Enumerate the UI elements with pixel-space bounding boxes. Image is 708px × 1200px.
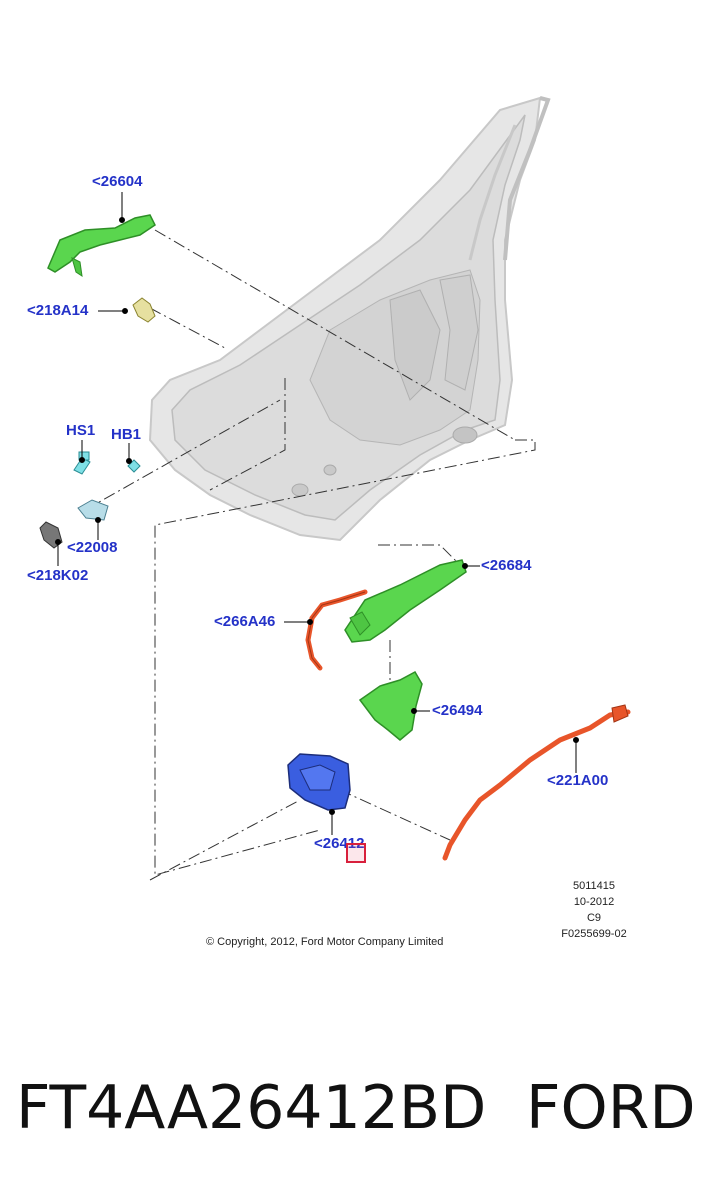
callout-266A46[interactable]: <266A46 bbox=[214, 613, 276, 630]
callout-26412[interactable]: <26412 bbox=[314, 835, 365, 852]
callout-218A14[interactable]: <218A14 bbox=[27, 302, 89, 319]
drawing-date: 10-2012 bbox=[573, 896, 615, 908]
exterior-handle-26604 bbox=[47, 214, 156, 278]
selected-part-highlight bbox=[346, 843, 366, 863]
part-footer: FT4AA26412BD FORD bbox=[0, 1070, 708, 1150]
rod-221A00 bbox=[442, 704, 631, 861]
brand-name: FORD bbox=[526, 1073, 696, 1143]
callout-HS1[interactable]: HS1 bbox=[66, 422, 96, 439]
cable-266A46 bbox=[305, 589, 368, 671]
callout-221A00[interactable]: <221A00 bbox=[547, 772, 609, 789]
drawing-file-id: F0255699-02 bbox=[561, 928, 627, 940]
diagram-drawing bbox=[39, 96, 631, 881]
clip-218A14 bbox=[132, 297, 156, 323]
latch-26412 bbox=[287, 753, 351, 811]
callout-26494[interactable]: <26494 bbox=[432, 702, 483, 719]
bracket-26494 bbox=[358, 670, 423, 741]
drawing-code: C9 bbox=[586, 912, 602, 924]
drawing-number: 5011415 bbox=[572, 880, 615, 892]
callout-26604[interactable]: <26604 bbox=[92, 173, 143, 190]
exploded-parts-diagram: <26604 <218A14 HS1 HB1 <22008 <218K02 <2… bbox=[27, 96, 631, 948]
callout-HB1[interactable]: HB1 bbox=[111, 426, 142, 443]
callout-22008[interactable]: <22008 bbox=[67, 539, 118, 556]
copyright-notice: © Copyright, 2012, Ford Motor Company Li… bbox=[206, 936, 444, 948]
door-shell bbox=[148, 96, 551, 542]
bracket-22008 bbox=[77, 499, 109, 521]
callout-218K02[interactable]: <218K02 bbox=[27, 567, 89, 584]
part-number: FT4AA26412BD bbox=[16, 1073, 487, 1143]
callout-leaders bbox=[55, 192, 579, 835]
callout-26684[interactable]: <26684 bbox=[481, 557, 532, 574]
carrier-26684 bbox=[344, 559, 467, 643]
leader-lines bbox=[84, 229, 536, 881]
